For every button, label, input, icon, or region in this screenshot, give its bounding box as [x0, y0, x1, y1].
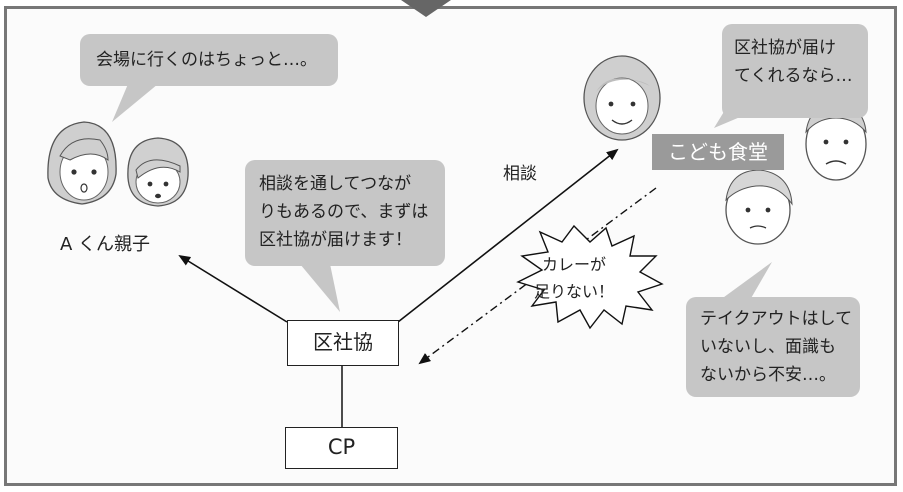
kushakyo-box: 区社協: [287, 320, 399, 366]
elderly-woman-face-icon: [583, 55, 661, 141]
parent-child-label: A くん親子: [60, 234, 151, 255]
takeout-speech-line-1: テイクアウトはして: [700, 309, 853, 329]
parent-speech-text: 会場に行くのはちょっと…。: [96, 50, 317, 70]
takeout-speech-line-3: ないから不安…。: [700, 365, 836, 385]
parent-bubble-tail: [112, 84, 158, 122]
parent-speech-bubble: 会場に行くのはちょっと…。: [80, 34, 338, 86]
kushakyo-bubble-tail: [300, 264, 340, 312]
arrow-to-parent: [178, 254, 288, 323]
top-triangle-marker: [401, 0, 451, 17]
kushakyo-speech-line-3: 区社協が届けます！: [259, 230, 412, 250]
shortage-burst-text: カレーが 足りない！: [520, 251, 628, 305]
arrow-consultation: [397, 148, 619, 323]
takeout-bubble-tail: [720, 262, 772, 300]
takeout-speech-line-2: いないし、面識も: [700, 337, 836, 357]
receive-speech-bubble: 区社協が届け てくれるなら…: [722, 24, 868, 118]
burst-line-1: カレーが: [541, 255, 606, 274]
receive-speech-line-2: てくれるなら…: [734, 66, 853, 86]
shortage-burst: [516, 224, 664, 330]
mother-face-icon: [47, 121, 117, 205]
burst-line-2: 足りない！: [533, 282, 614, 301]
kodomo-shokudo-label: こども食堂: [652, 134, 784, 170]
kushakyo-speech-bubble: 相談を通してつなが りもあるので、まずは 区社協が届けます！: [245, 160, 445, 266]
child-face-icon: [127, 137, 189, 207]
takeout-speech-bubble: テイクアウトはして いないし、面識も ないから不安…。: [686, 297, 860, 397]
kushakyo-speech-line-1: 相談を通してつなが: [259, 174, 412, 194]
cp-box: CP: [285, 427, 398, 469]
consultation-label: 相談: [503, 164, 537, 184]
woman-face-icon: [725, 169, 793, 245]
kushakyo-speech-line-2: りもあるので、まずは: [259, 202, 429, 222]
receive-speech-line-1: 区社協が届け: [734, 38, 836, 58]
